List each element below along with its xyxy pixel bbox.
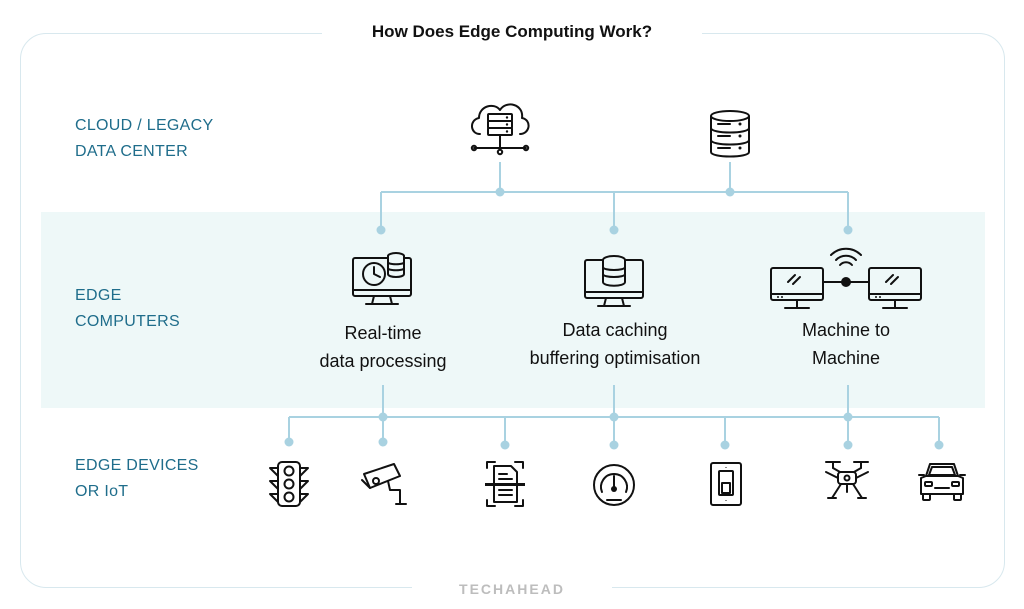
two-monitors-wifi-icon [770,247,922,309]
edge-node-caption-m2m: Machine to Machine [801,320,891,368]
cloud-row-label: CLOUD / LEGACY DATA CENTER [75,117,214,160]
security-camera-icon [361,463,407,505]
drone-icon [825,461,869,499]
edge-node-caption-caching: Data caching buffering optimisation [529,320,701,368]
devices-row-label: EDGE DEVICES OR IoT [75,457,199,500]
car-icon [918,463,966,501]
speedometer-icon [593,464,635,506]
edge-computers-band [41,212,985,408]
traffic-light-icon [269,461,309,507]
edge-node-caption-realtime: Real-time data processing [319,323,447,371]
monitor-database-icon [584,255,644,307]
document-scan-icon [485,461,525,507]
monitor-clock-database-icon [352,252,412,305]
brand-watermark: TECHAHEAD [412,578,612,600]
database-server-icon [710,110,750,158]
diagram-title: How Does Edge Computing Work? [322,16,702,48]
light-switch-icon [710,462,742,506]
cloud-server-icon [470,103,530,156]
edge-row-label: EDGE COMPUTERS [75,287,180,330]
